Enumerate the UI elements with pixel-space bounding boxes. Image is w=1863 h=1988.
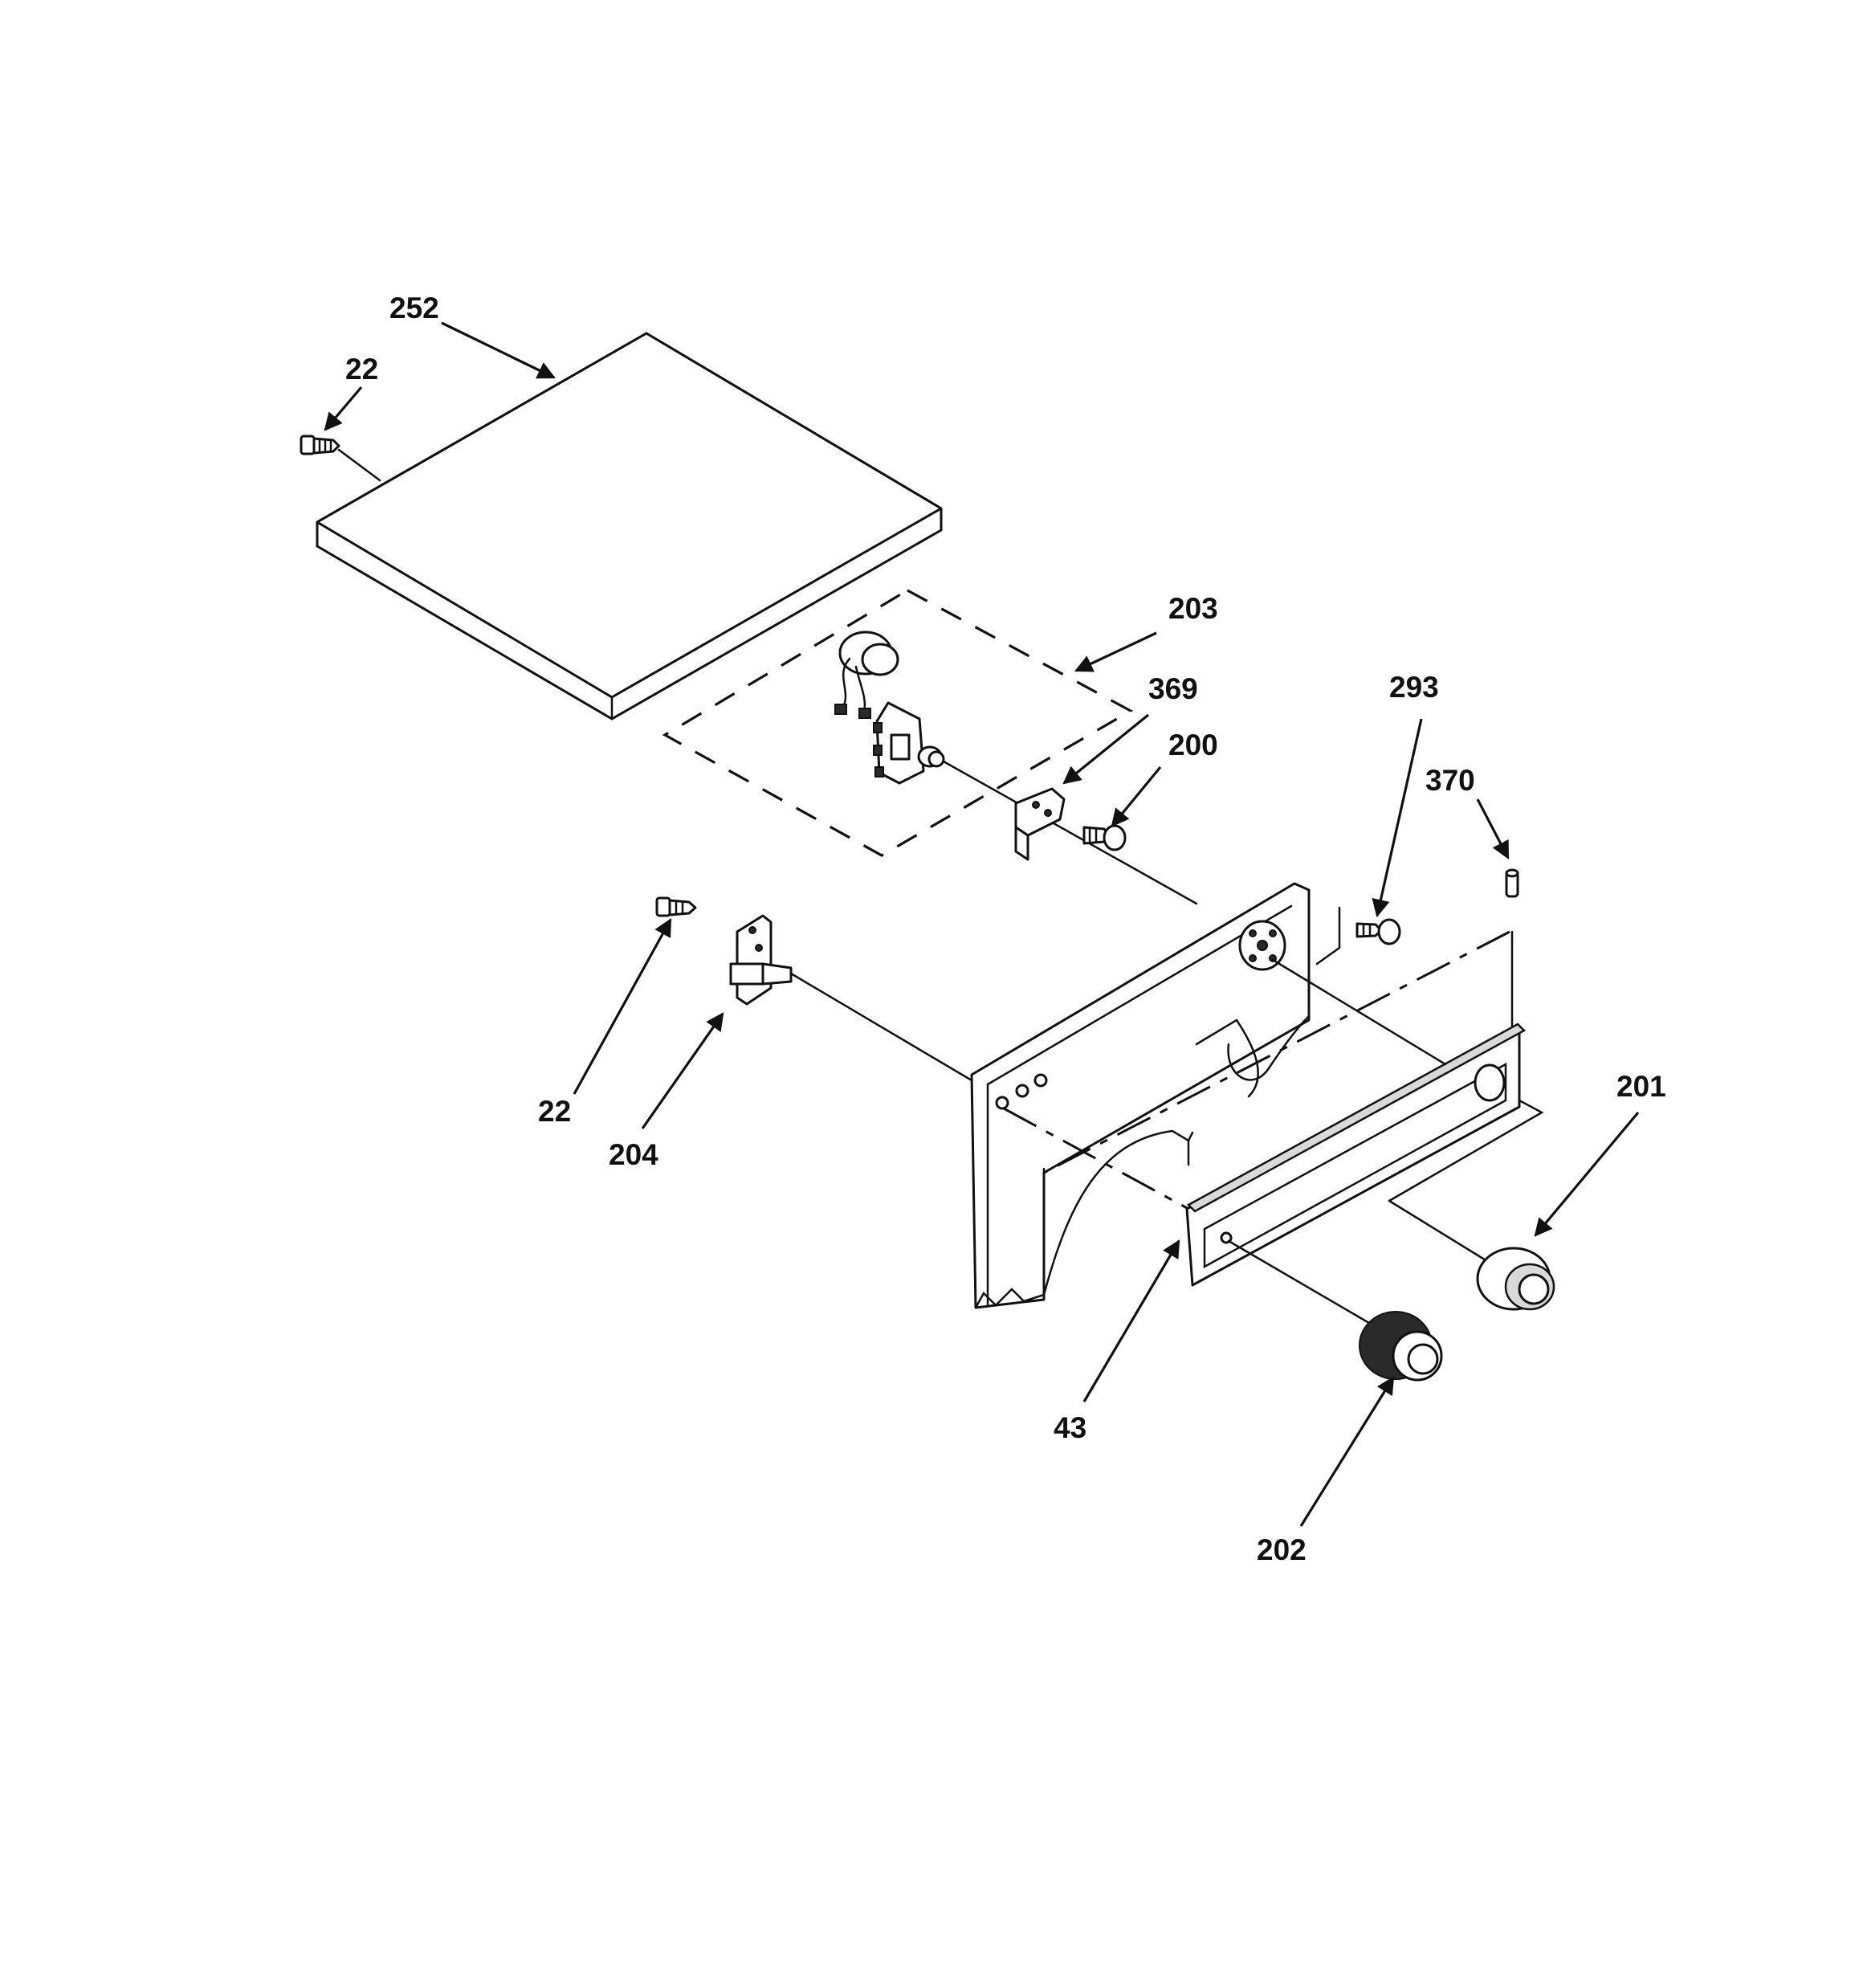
callout-200: 200: [1168, 729, 1218, 761]
screw-293: [1315, 906, 1401, 965]
pin-370: [1505, 868, 1519, 1030]
callout-22-bottom: 22: [538, 1095, 571, 1128]
control-assembly-outline: [662, 589, 1134, 857]
bezel-201-part: [1476, 1247, 1555, 1311]
leader-252: [441, 321, 556, 379]
leader-293: [1372, 718, 1423, 918]
callout-204: 204: [609, 1138, 658, 1171]
alignment-line: [1003, 1107, 1189, 1210]
leader-204: [641, 1012, 724, 1129]
knob-leader-line: [1227, 1239, 1375, 1327]
bracket-369-part: [1014, 787, 1066, 861]
knob-202-part: [1359, 1311, 1443, 1382]
leader-202: [1299, 1376, 1395, 1527]
screw-200: [1082, 824, 1127, 851]
callout-43: 43: [1054, 1411, 1086, 1444]
callout-201: 201: [1616, 1070, 1666, 1103]
capacitor-part: [834, 631, 899, 719]
rotary-switch-part: [873, 701, 1198, 905]
bezel-leader-line: [1388, 1199, 1495, 1267]
screw-22-top: [300, 435, 381, 482]
callout-293: 293: [1389, 671, 1439, 704]
callout-203: 203: [1168, 592, 1218, 625]
callout-370: 370: [1425, 764, 1475, 797]
leader-22-top: [324, 386, 363, 431]
callout-252: 252: [389, 292, 439, 325]
hinge-204-part: [729, 914, 973, 1082]
control-panel-part: [1185, 958, 1544, 1287]
callout-369: 369: [1148, 672, 1198, 705]
callout-22-top: 22: [345, 353, 378, 386]
screw-22-bottom: [655, 896, 697, 917]
leader-370: [1476, 798, 1510, 859]
leader-43: [1082, 1239, 1180, 1402]
leader-203: [1074, 631, 1157, 672]
top-cover-part: [316, 332, 943, 720]
leader-369: [1062, 713, 1150, 785]
console-back-panel: [970, 882, 1311, 1309]
callout-202: 202: [1257, 1533, 1307, 1566]
leader-22-bottom: [573, 918, 672, 1095]
alignment-line: [1043, 930, 1510, 1174]
leader-200: [1111, 765, 1162, 827]
leader-201: [1534, 1111, 1640, 1237]
